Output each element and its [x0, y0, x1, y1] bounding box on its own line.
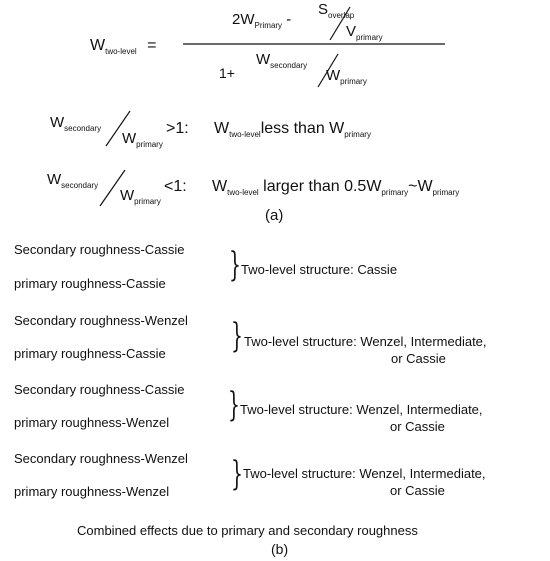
den-w-letter: W [256, 51, 271, 68]
cond2-den-letter: W [120, 187, 135, 204]
cond1-op: >1: [166, 120, 189, 137]
cond1-den: Wprimary [122, 130, 163, 149]
lhs-w: W [90, 37, 106, 54]
case2-brace: } [231, 316, 243, 356]
case4-primary: primary roughness-Wenzel [14, 484, 170, 499]
s-sub: overlap [328, 11, 355, 20]
case2-result-line2: or Cassie [391, 351, 446, 366]
cond1-res-text: less than W [260, 120, 345, 137]
cond1-res-tail-sub: primary [344, 130, 371, 139]
cond2-num-letter: W [47, 171, 62, 188]
num-coef: 2W [232, 11, 255, 28]
den-w: Wsecondary [256, 51, 308, 70]
cond2-res-w-sub: two-level [227, 188, 259, 197]
equals-sign: = [147, 37, 157, 54]
cond2-slash [99, 169, 126, 207]
den-slash [317, 53, 339, 88]
case2-secondary: Secondary roughness-Wenzel [14, 313, 188, 328]
cond1-result: Wtwo-levelless than Wprimary [214, 120, 371, 139]
case1-primary: primary roughness-Cassie [14, 276, 166, 291]
numerator: 2WPrimary - [232, 11, 292, 30]
case3-result-line1: Two-level structure: Wenzel, Intermediat… [240, 402, 483, 417]
label-b: (b) [271, 541, 289, 557]
den-w2-letter: W [326, 67, 341, 84]
lhs-sub: two-level [105, 47, 137, 56]
v-letter: V [346, 23, 357, 40]
cond2-num: Wsecondary [47, 171, 99, 190]
lhs: Wtwo-level = [90, 37, 157, 56]
cond2-op: <1: [164, 178, 187, 195]
case2-primary: primary roughness-Cassie [14, 346, 166, 361]
case2-result-line1: Two-level structure: Wenzel, Intermediat… [244, 334, 487, 349]
cond1-res-w-sub: two-level [229, 130, 261, 139]
case3-primary: primary roughness-Wenzel [14, 415, 170, 430]
case1-result-line1: Two-level structure: Cassie [241, 262, 398, 277]
caption: Combined effects due to primary and seco… [77, 523, 418, 538]
case4-brace: } [231, 454, 243, 494]
cond1-den-letter: W [122, 130, 137, 147]
label-a: (a) [265, 207, 284, 224]
case4-result-line1: Two-level structure: Wenzel, Intermediat… [243, 466, 486, 481]
v-sub: primary [356, 33, 383, 42]
den-w2: Wprimary [326, 67, 367, 86]
cond2-res-w: W [212, 178, 228, 195]
case4-result-line2: or Cassie [390, 483, 445, 498]
cond2-res-tail-sub: primary [432, 188, 460, 197]
case3-brace: } [228, 385, 240, 425]
cond2-den-sub: primary [134, 197, 161, 206]
overlap-s: Soverlap [318, 1, 355, 20]
case1-secondary: Secondary roughness-Cassie [14, 242, 185, 257]
den-one: 1+ [219, 65, 235, 81]
den-w-sub: secondary [270, 61, 308, 70]
overlap-slash [329, 6, 351, 41]
den-w2-sub: primary [340, 77, 367, 86]
cond1-slash [105, 110, 131, 147]
minus-sign: - [286, 11, 292, 28]
case4-secondary: Secondary roughness-Wenzel [14, 451, 188, 466]
case3-secondary: Secondary roughness-Cassie [14, 382, 185, 397]
cond1-num-letter: W [50, 114, 65, 131]
cond2-num-sub: secondary [61, 181, 99, 190]
primary-v: Vprimary [346, 23, 383, 42]
cond1-res-w: W [214, 120, 230, 137]
cond1-num-sub: secondary [64, 124, 102, 133]
cond2-den: Wprimary [120, 187, 161, 206]
case1-brace: } [229, 245, 241, 285]
cond2-res-text: larger than 0.5W [263, 178, 382, 195]
cond1-num: Wsecondary [50, 114, 102, 133]
cond2-res-mid-sub: primary [381, 188, 409, 197]
cond2-res-tilde: ~W [408, 178, 433, 195]
cond2-result: Wtwo-level larger than 0.5Wprimary~Wprim… [212, 178, 460, 197]
num-sub: Primary [254, 21, 283, 30]
cond1-den-sub: primary [136, 140, 163, 149]
s-letter: S [318, 1, 329, 18]
case3-result-line2: or Cassie [390, 419, 445, 434]
